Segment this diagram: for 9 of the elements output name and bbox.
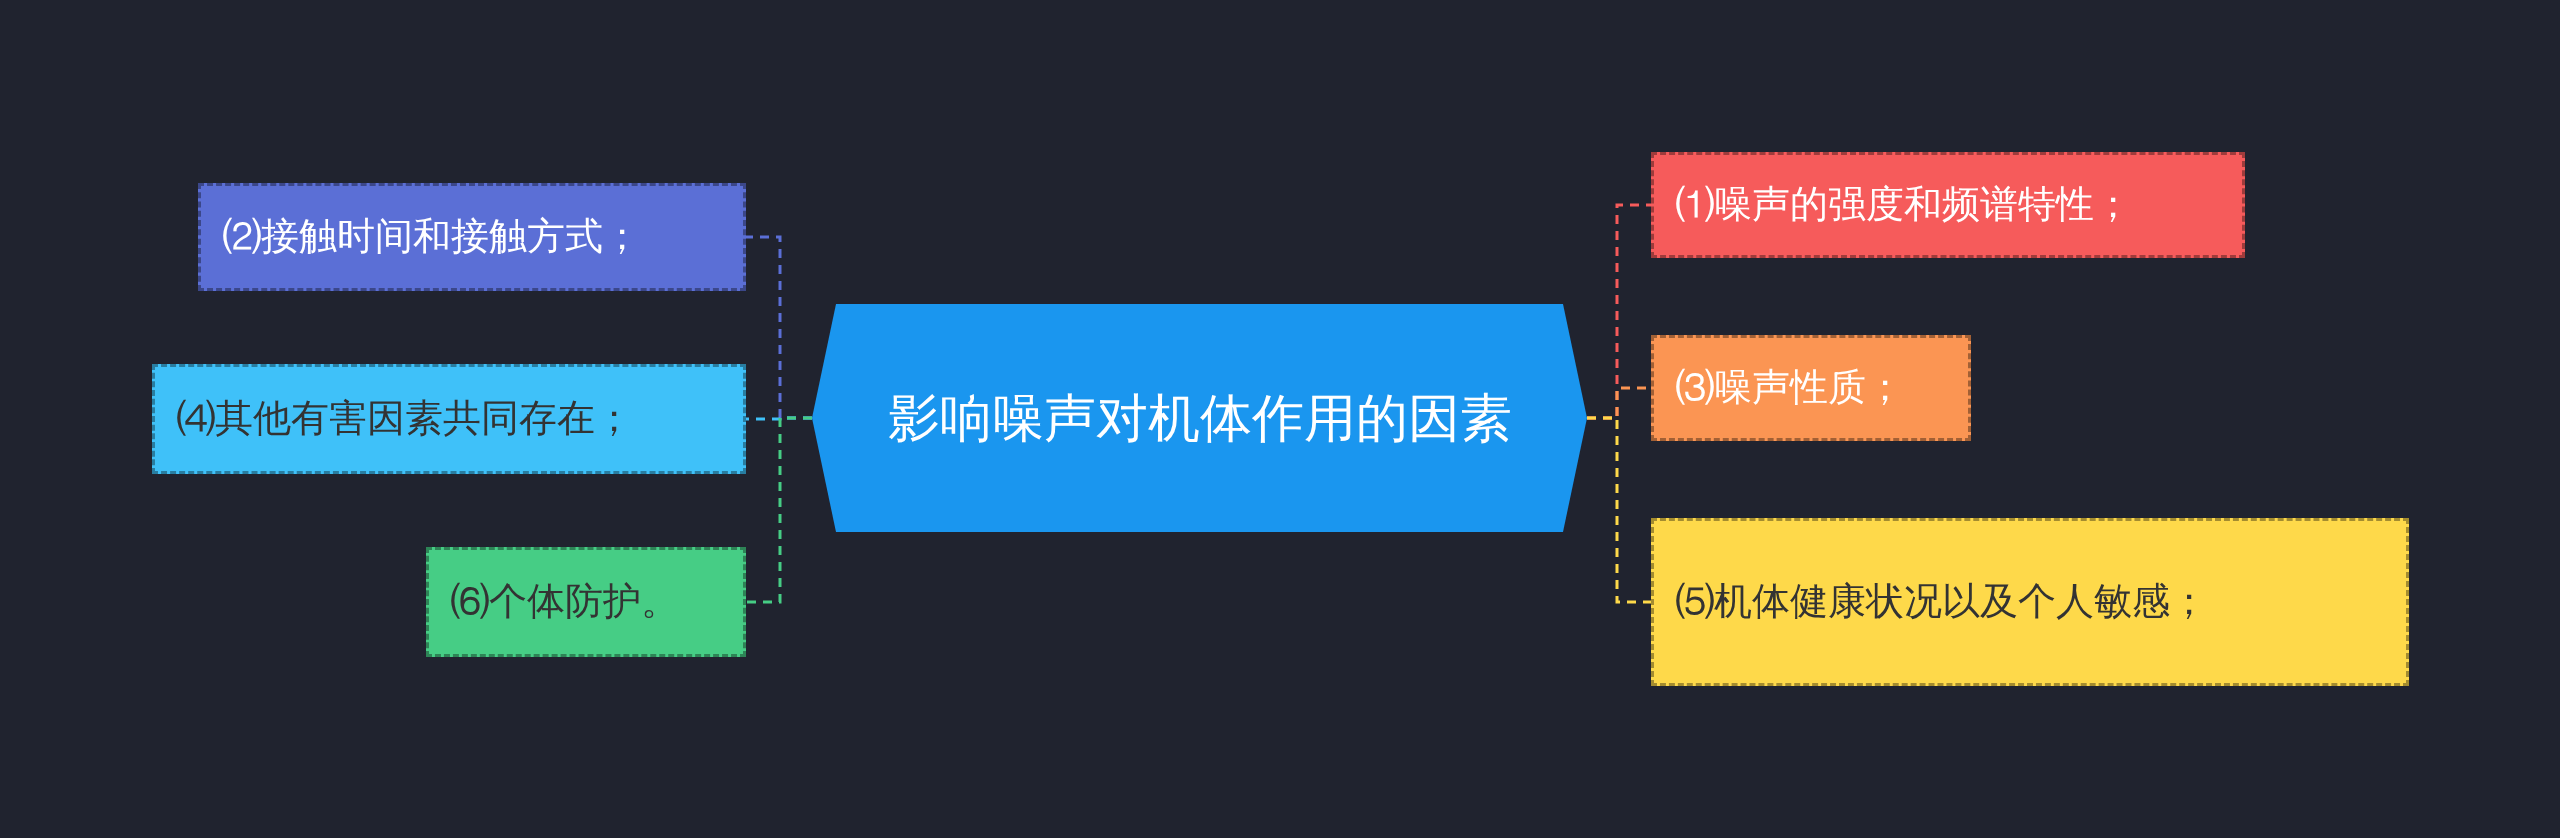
connector-line bbox=[1587, 416, 1651, 604]
topic-box: ⑵接触时间和接触方式； bbox=[198, 183, 746, 291]
topic-box: ⑴噪声的强度和频谱特性； bbox=[1651, 152, 2245, 258]
connector-line bbox=[746, 416, 812, 604]
hexagon-node: 影响噪声对机体作用的因素 bbox=[812, 304, 1587, 532]
topic-box: ⑶噪声性质； bbox=[1651, 335, 1971, 441]
topic-box: ⑷其他有害因素共同存在； bbox=[152, 364, 746, 474]
topic-box: ⑹个体防护。 bbox=[426, 547, 746, 657]
topic-box: ⑸机体健康状况以及个人敏感； bbox=[1651, 518, 2409, 686]
